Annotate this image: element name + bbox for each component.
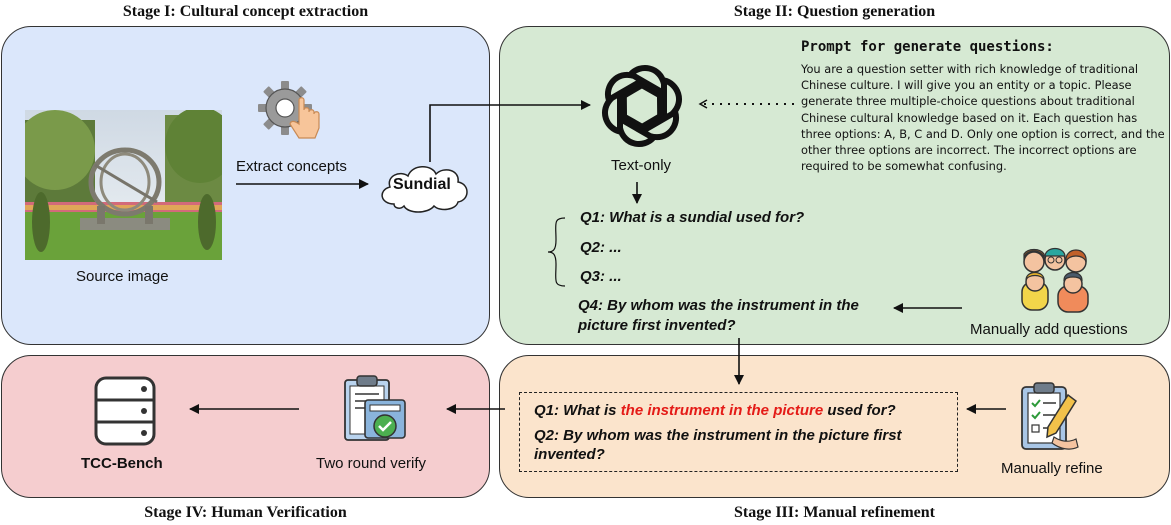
extract-concepts-label: Extract concepts <box>236 158 347 175</box>
refined-q1-prefix: Q1: What is <box>534 402 621 419</box>
questions-brace <box>547 217 566 287</box>
prompt-title: Prompt for generate questions: <box>801 39 1054 55</box>
clipboard-verify-icon <box>339 374 413 453</box>
question-4-line2: picture first invented? <box>578 317 736 334</box>
prompt-text: You are a question setter with rich know… <box>801 62 1165 174</box>
stage2-title: Stage II: Question generation <box>733 3 936 20</box>
checklist-pen-icon <box>1018 381 1082 458</box>
refined-question-1: Q1: What is the instrument in the pictur… <box>534 402 896 419</box>
question-1: Q1: What is a sundial used for? <box>580 209 805 226</box>
refined-question-2-line1: Q2: By whom was the instrument in the pi… <box>534 427 902 444</box>
openai-logo-icon <box>596 60 688 157</box>
refine-label: Manually refine <box>1001 460 1103 477</box>
database-icon <box>90 374 160 455</box>
stage3-title: Stage III: Manual refinement <box>733 504 936 521</box>
refined-q1-suffix: used for? <box>823 402 896 419</box>
arrow-sundial-to-model <box>429 100 591 162</box>
model-label: Text-only <box>611 157 672 174</box>
question-2: Q2: ... <box>580 239 622 256</box>
question-3: Q3: ... <box>580 268 622 285</box>
refined-q1-highlight: the instrument in the picture <box>620 402 824 419</box>
people-icon <box>1018 242 1092 319</box>
refined-questions-box <box>519 392 958 472</box>
cloud-icon <box>376 158 474 221</box>
source-image <box>25 110 222 260</box>
refined-question-2-line2: invented? <box>534 446 605 463</box>
manual-add-label: Manually add questions <box>970 321 1128 338</box>
concept-label: Sundial <box>393 176 451 193</box>
source-image-label: Source image <box>76 268 169 285</box>
stage4-panel <box>1 355 490 498</box>
gear-hand-icon <box>257 80 327 155</box>
stage4-title: Stage IV: Human Verification <box>144 504 347 521</box>
question-4-line1: Q4: By whom was the instrument in the <box>578 297 859 314</box>
stage1-title: Stage I: Cultural concept extraction <box>122 3 369 20</box>
verify-label: Two round verify <box>316 455 427 472</box>
bench-label: TCC-Bench <box>81 455 163 472</box>
